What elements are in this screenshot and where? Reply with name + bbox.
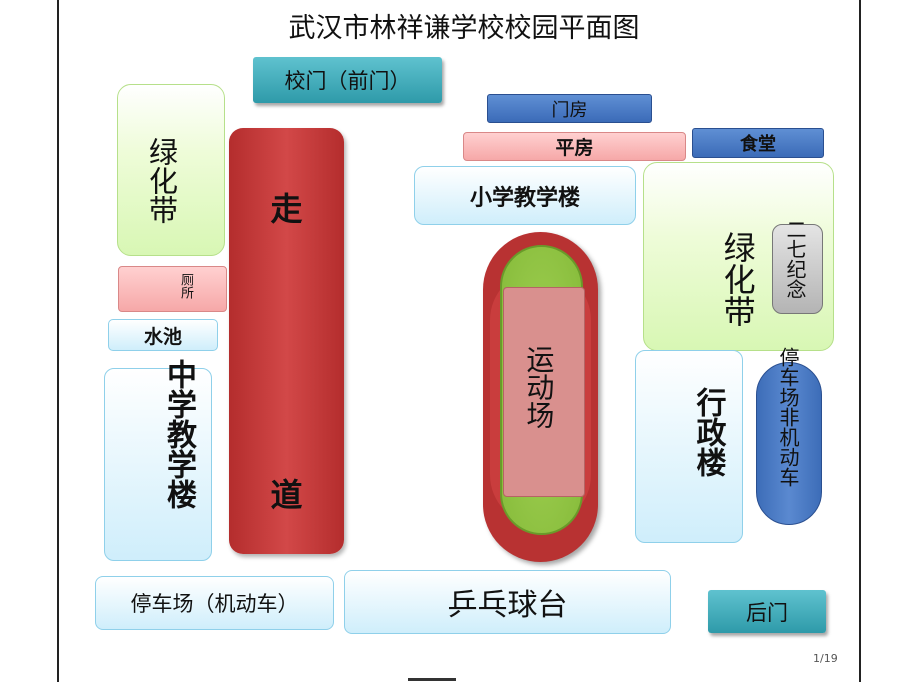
playground-label: 运动场 xyxy=(522,345,556,429)
admin-building-label: 行政楼 xyxy=(690,387,726,477)
bungalow: 平房 xyxy=(463,132,686,161)
canteen: 食堂 xyxy=(692,128,824,158)
walkway: 走 道 xyxy=(229,128,344,554)
middle-school-building-label: 中学教学楼 xyxy=(161,359,196,509)
pingpong-tables: 乒乓球台 xyxy=(344,570,671,634)
green-belt-left-label: 绿化带 xyxy=(144,137,179,224)
walkway-label-bottom: 道 xyxy=(270,476,303,514)
bike-parking-label: 停车场非机动车 xyxy=(776,347,800,487)
front-gate: 校门（前门） xyxy=(253,57,442,103)
memorial-label: 二七纪念 xyxy=(783,219,807,299)
middle-school-building: 中学教学楼 xyxy=(104,359,212,561)
car-parking: 停车场（机动车） xyxy=(95,576,334,630)
bike-parking: 停车场非机动车 xyxy=(756,347,822,525)
page-number: 1/19 xyxy=(813,652,838,665)
playground-label-box: 运动场 xyxy=(503,287,585,497)
bottom-divider xyxy=(408,678,456,681)
memorial: 二七纪念 xyxy=(772,219,823,314)
walkway-label-top: 走 xyxy=(270,190,303,228)
back-gate: 后门 xyxy=(708,590,826,633)
primary-school-building: 小学教学楼 xyxy=(414,166,636,225)
admin-building: 行政楼 xyxy=(635,350,743,543)
toilet: 厕所 xyxy=(118,266,227,312)
map-title: 武汉市林祥谦学校校园平面图 xyxy=(288,12,640,44)
toilet-label: 厕所 xyxy=(178,273,193,299)
green-belt-right-label: 绿化带 xyxy=(718,231,757,327)
green-belt-left: 绿化带 xyxy=(117,84,225,256)
pool: 水池 xyxy=(108,319,218,351)
gatehouse: 门房 xyxy=(487,94,652,123)
